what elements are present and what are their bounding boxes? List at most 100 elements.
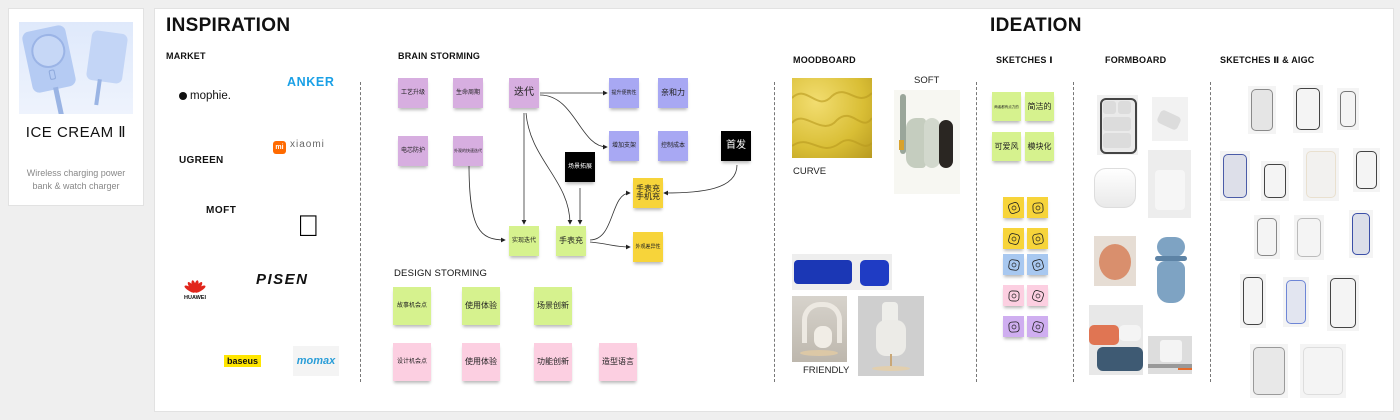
aigc-sketch-image[interactable] — [1261, 161, 1289, 201]
sketch-doodle-note[interactable] — [1003, 254, 1024, 275]
sketches-2-heading: SKETCHES Ⅱ & AIGC — [1220, 55, 1315, 65]
brand-logo-ugreen: UGREEN — [179, 155, 224, 166]
aigc-sketch-image[interactable] — [1349, 210, 1373, 258]
design-note-function[interactable]: 功能创新 — [534, 343, 572, 381]
formboard-image-white-block[interactable] — [1152, 97, 1188, 141]
aigc-sketch-image[interactable] — [1300, 344, 1346, 398]
moodboard-label-curve: CURVE — [793, 166, 827, 177]
sticky-note-battery[interactable]: 电芯防护 — [398, 136, 428, 166]
aigc-sketch-image[interactable] — [1294, 215, 1324, 260]
sticky-note-scene[interactable]: 场景拓展 — [565, 152, 595, 182]
power-bank-wireless-illustration — [21, 24, 77, 114]
aigc-sketch-image[interactable] — [1250, 344, 1288, 398]
sketch-doodle-note[interactable] — [1027, 228, 1048, 249]
apple-logo-icon:  — [297, 212, 320, 242]
sticky-note-iterate[interactable]: 迭代 — [509, 78, 539, 108]
moodboard-heading: MOODBOARD — [793, 55, 856, 65]
aigc-sketch-image[interactable] — [1220, 151, 1250, 201]
ideation-heading: IDEATION — [990, 15, 1082, 36]
market-heading: MARKET — [166, 51, 206, 61]
moodboard-image-white-headphones[interactable] — [858, 296, 924, 376]
sketch-doodle-note[interactable] — [1003, 316, 1024, 337]
brand-logo-mophie: mophie. — [179, 90, 231, 102]
formboard-image-terracotta-speaker[interactable] — [1094, 236, 1136, 286]
brain-storming-heading: BRAIN STORMING — [398, 51, 481, 61]
aigc-sketch-image[interactable] — [1240, 274, 1266, 328]
mophie-icon — [179, 92, 187, 100]
formboard-heading: FORMBOARD — [1105, 55, 1167, 65]
aigc-sketch-image[interactable] — [1293, 85, 1323, 133]
divider-moodboard — [976, 82, 977, 382]
product-description: Wireless charging power bank & watch cha… — [26, 168, 126, 191]
sticky-note-watch[interactable]: 手表充 — [556, 226, 586, 256]
brand-logo-baseus: baseus — [224, 355, 262, 367]
sticky-note-fastcharge[interactable]: 外观的快速迭代 — [453, 136, 483, 166]
product-title: ICE CREAM Ⅱ — [25, 124, 127, 141]
sketch-note-modular[interactable]: 模块化 — [1025, 132, 1054, 161]
formboard-image-blue-capsule[interactable] — [1155, 237, 1187, 303]
huawei-icon — [183, 278, 207, 294]
aigc-sketch-image[interactable] — [1327, 275, 1359, 331]
sticky-note-watch-phone[interactable]: 手表充 手机充 — [633, 178, 663, 208]
brand-logo-huawei: HUAWEI — [183, 278, 207, 301]
sticky-note-convenience[interactable]: 提升便携性 — [609, 78, 639, 108]
formboard-image-wall-charger[interactable] — [1148, 150, 1191, 218]
formboard-image-modular-tray[interactable] — [1097, 95, 1138, 155]
sticky-note-affinity[interactable]: 亲和力 — [658, 78, 688, 108]
sticky-note-debut[interactable]: 首发 — [721, 131, 751, 161]
brand-logo-pisen: PISEN — [256, 271, 309, 288]
sketch-doodle-note[interactable] — [1003, 228, 1024, 249]
design-storming-heading: DESIGN STORMING — [394, 268, 488, 279]
sketches-1-heading: SKETCHES Ⅰ — [996, 55, 1053, 65]
inspiration-heading: INSPIRATION — [166, 15, 291, 36]
moodboard-image-curve-texture[interactable] — [792, 78, 872, 158]
sketch-doodle-note[interactable] — [1027, 316, 1048, 337]
sticky-note-lifecycle[interactable]: 生命周期 — [453, 78, 483, 108]
sticky-note-stand[interactable]: 增加支架 — [609, 131, 639, 161]
design-note-experience[interactable]: 使用体验 — [462, 287, 500, 325]
brand-logo-moft: MOFT — [206, 205, 237, 216]
aigc-sketch-image[interactable] — [1337, 88, 1359, 130]
moodboard-image-headphone-stand[interactable] — [792, 296, 847, 362]
brand-logo-momax: momax — [293, 346, 339, 376]
sketch-doodle-note[interactable] — [1003, 197, 1024, 218]
sticky-note-realize[interactable]: 实现迭代 — [509, 226, 539, 256]
moodboard-image-headphones[interactable] — [894, 90, 960, 194]
aigc-sketch-image[interactable] — [1303, 148, 1339, 201]
design-note-scene-innovation[interactable]: 场景创新 — [534, 287, 572, 325]
sketch-note-cute[interactable]: 可爱风 — [992, 132, 1021, 161]
brand-logo-anker: ANKER — [287, 75, 335, 89]
aigc-sketch-image[interactable] — [1283, 277, 1309, 327]
divider-sketches-1 — [1073, 82, 1074, 382]
formboard-image-color-power-banks[interactable] — [1089, 305, 1143, 375]
product-card[interactable]: ICE CREAM Ⅱ Wireless charging power bank… — [8, 8, 144, 206]
divider-market — [360, 82, 361, 382]
formboard-image-white-pebble[interactable] — [1092, 166, 1138, 210]
sticky-note-expand[interactable]: 外观差异性 — [633, 232, 663, 262]
aigc-sketch-image[interactable] — [1353, 148, 1380, 192]
sketch-doodle-note[interactable] — [1027, 285, 1048, 306]
sketch-note-both[interactable]: 两者都有点力的 — [992, 92, 1021, 121]
design-note-story[interactable]: 故事机会点 — [393, 287, 431, 325]
sticky-note-craft[interactable]: 工艺升级 — [398, 78, 428, 108]
design-note-form-language[interactable]: 造型语言 — [599, 343, 637, 381]
design-note-experience-2[interactable]: 使用体验 — [462, 343, 500, 381]
aigc-sketch-image[interactable] — [1254, 215, 1280, 259]
sketch-doodle-note[interactable] — [1027, 254, 1048, 275]
moodboard-label-soft: SOFT — [914, 75, 940, 86]
formboard-image-desk-charger[interactable] — [1148, 336, 1192, 374]
sketch-note-simple[interactable]: 简洁的 — [1025, 92, 1054, 121]
power-bank-back-illustration — [85, 29, 129, 106]
moodboard-image-blue-sofa[interactable] — [792, 254, 892, 290]
divider-inspiration — [774, 82, 775, 382]
sticky-note-cost[interactable]: 控制成本 — [658, 131, 688, 161]
sketch-doodle-note[interactable] — [1003, 285, 1024, 306]
design-note-design-opportunity[interactable]: 设计机会点 — [393, 343, 431, 381]
aigc-sketch-image[interactable] — [1248, 86, 1276, 134]
divider-formboard — [1210, 82, 1211, 382]
xiaomi-icon: mi — [273, 141, 286, 154]
sketch-doodle-note[interactable] — [1027, 197, 1048, 218]
moodboard-label-friendly: FRIENDLY — [803, 365, 850, 376]
product-image — [19, 22, 133, 114]
